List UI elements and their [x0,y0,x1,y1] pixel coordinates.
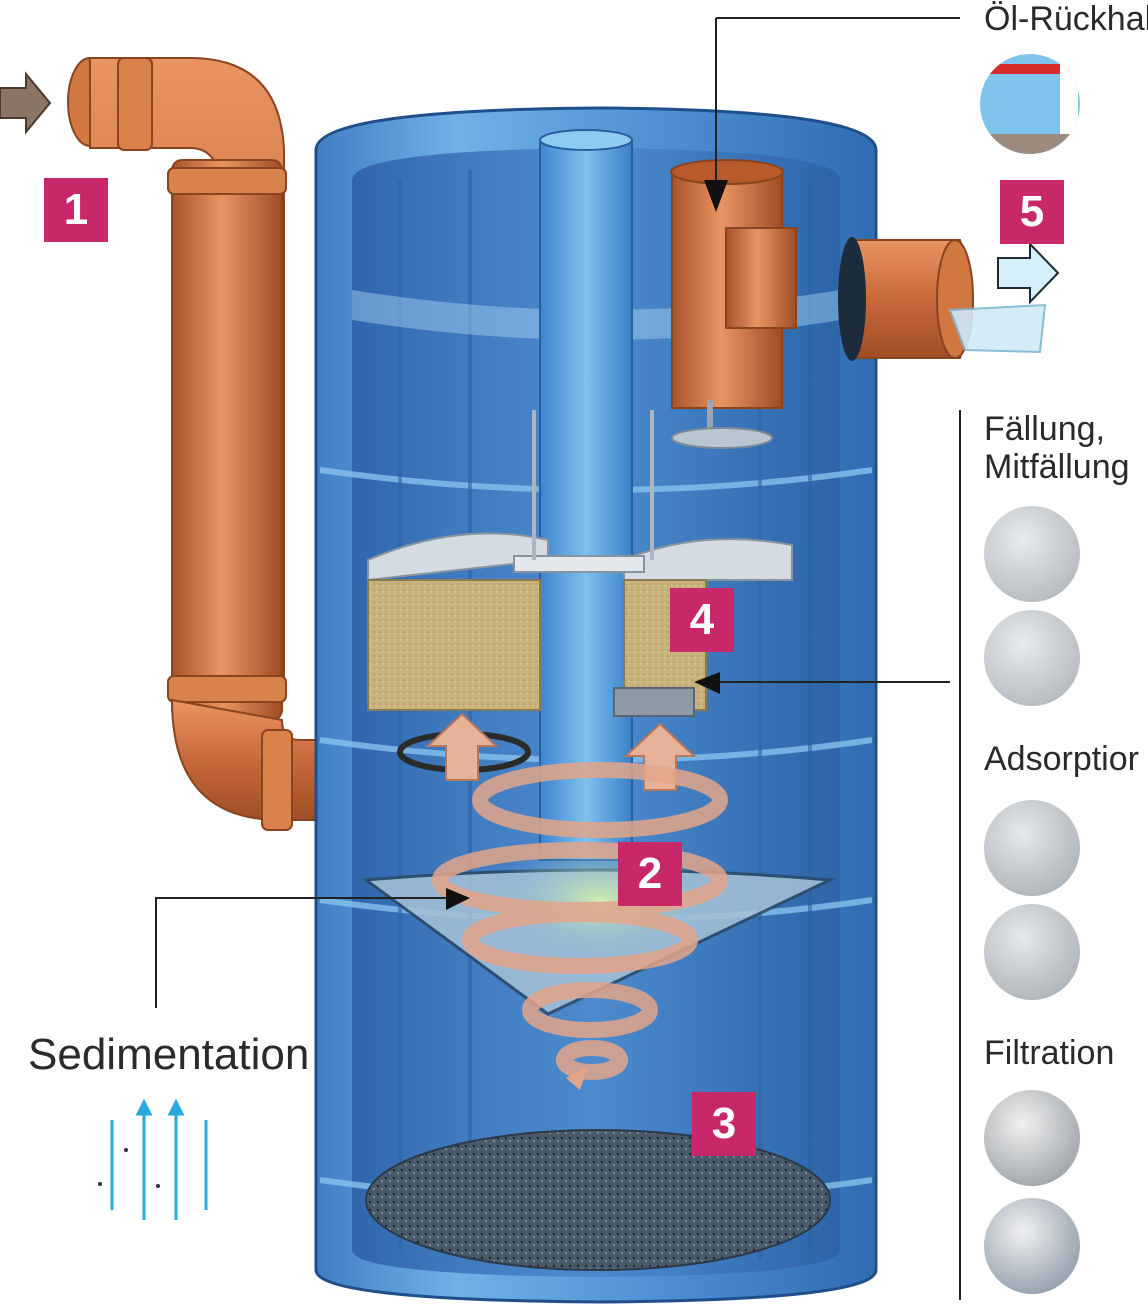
step-badge-4: 4 [670,588,734,652]
sedimentation-pointer-icon [446,888,470,910]
step-badge-5: 5 [1000,180,1064,244]
filter-pointer-icon [694,672,720,694]
sedimentation-label: Sedimentation [28,1030,310,1079]
step-badge-3: 3 [692,1092,756,1156]
adsorption-label: Adsorptior [984,740,1139,778]
outlet-arrow-icon [997,241,1060,305]
oil-layer-icon [980,54,1080,154]
outlet-pipe [838,237,1047,361]
inlet-pipe [67,57,321,831]
inlet-arrow-icon [0,71,52,135]
adsorption-micro-icon [984,800,1080,896]
step-badge-2: 2 [618,842,682,906]
coprecipitation-micro-icon [984,610,1080,706]
filter-cartridge [367,410,793,773]
coprecipitation-label: Mitfällung [984,448,1130,486]
adsorption-micro-icon-2 [984,904,1080,1000]
oil-retention-label: Öl-Rückhalt [984,0,1148,38]
filtration-micro-icon [984,1090,1080,1186]
swirl-arrowhead-icon [566,1066,588,1090]
step-badge-1: 1 [44,178,108,242]
callout-lines [155,410,961,1300]
sediment-bed [365,1129,831,1271]
precipitation-label: Fällung, [984,410,1105,448]
upward-flow-arrows [425,712,697,791]
swirl-flow-icon [432,762,728,1080]
filtration-micro-icon-2 [984,1198,1080,1294]
oil-retention-pipe [670,17,960,449]
filtration-label: Filtration [984,1034,1115,1072]
sedimentation-arrows-icon [98,1098,208,1220]
precipitation-micro-icon [984,506,1080,602]
